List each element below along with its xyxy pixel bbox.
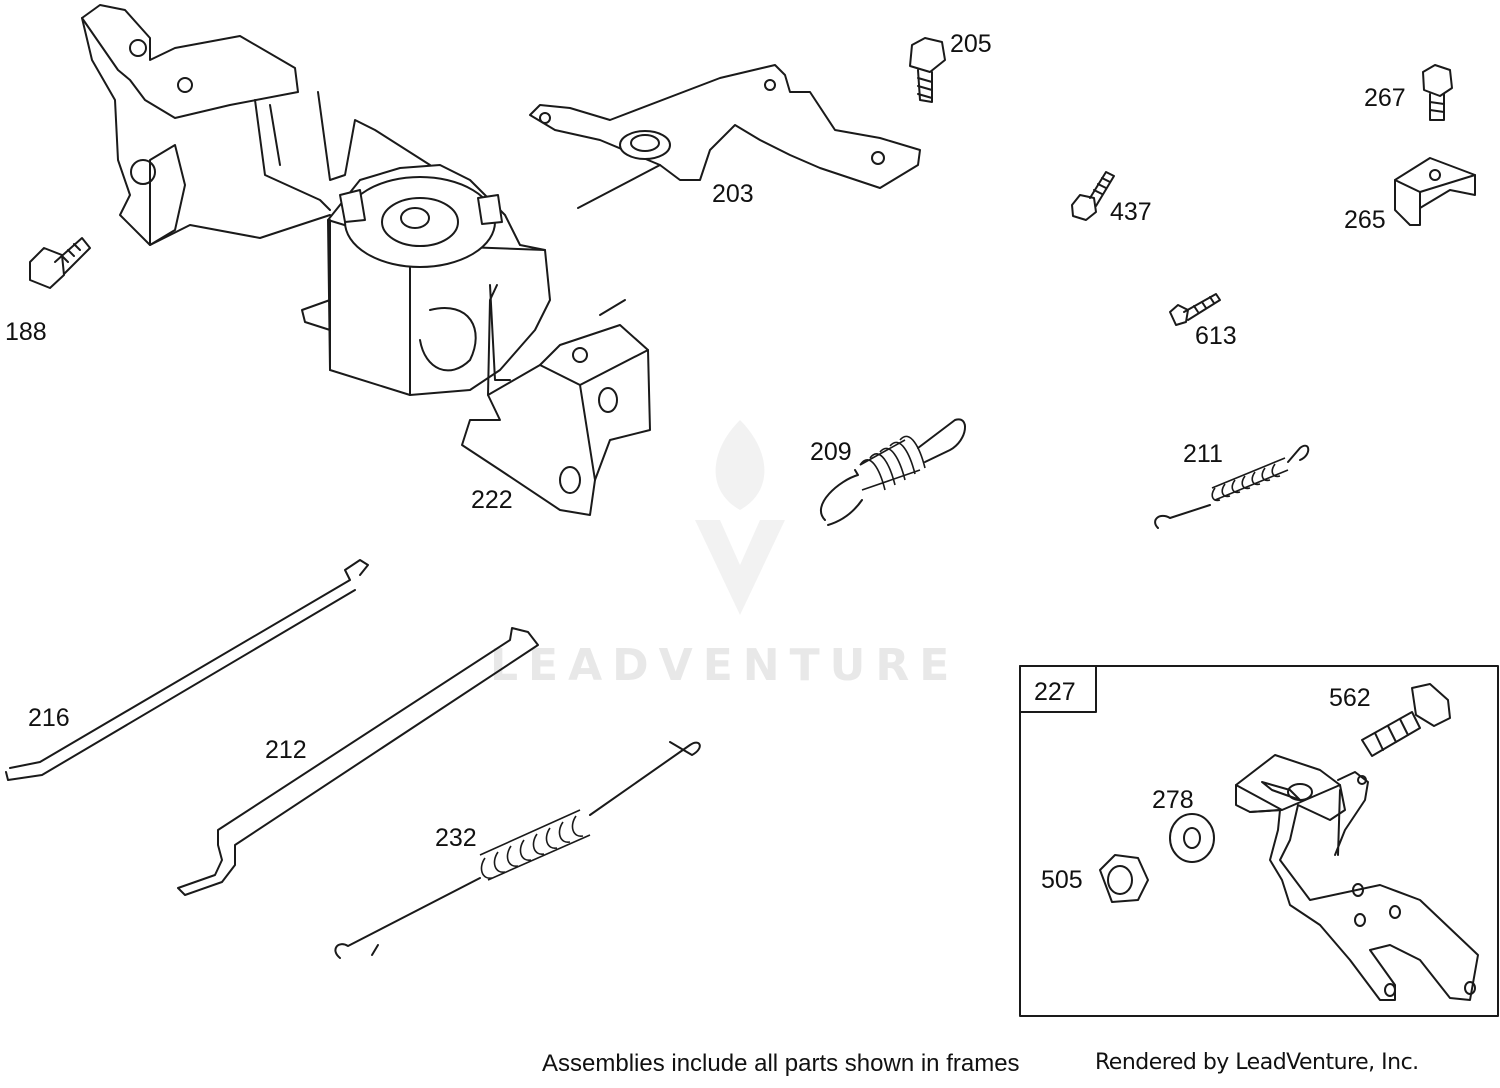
part-governor-bracket-assembly[interactable] [81,4,551,396]
label-212: 212 [265,736,307,764]
part-613-screw[interactable] [1169,293,1221,326]
part-562-bolt[interactable] [1361,683,1451,757]
frame-label-227: 227 [1034,678,1076,706]
label-203: 203 [712,180,754,208]
part-222-bracket[interactable] [461,284,651,516]
label-265: 265 [1344,206,1386,234]
assemblies-footnote: Assemblies include all parts shown in fr… [542,1050,1020,1077]
part-188-bolt[interactable] [29,237,91,289]
part-278-washer[interactable] [1169,813,1215,863]
part-203-governor-lever[interactable] [529,64,921,209]
label-232: 232 [435,824,477,852]
part-209-spring[interactable] [820,418,966,526]
label-209: 209 [810,438,852,466]
label-437: 437 [1110,198,1152,226]
part-212-rod[interactable] [177,627,539,896]
render-credit: Rendered by LeadVenture, Inc. [1095,1050,1419,1075]
part-265-clip[interactable] [1394,157,1476,226]
label-222: 222 [471,486,513,514]
part-232-spring[interactable] [334,741,701,959]
label-188: 188 [5,318,47,346]
part-267-bolt[interactable] [1422,64,1453,121]
part-205-bolt[interactable] [909,37,946,103]
label-205: 205 [950,30,992,58]
label-613: 613 [1195,322,1237,350]
label-562: 562 [1329,684,1371,712]
label-216: 216 [28,704,70,732]
label-505: 505 [1041,866,1083,894]
label-267: 267 [1364,84,1406,112]
leadventure-watermark-logo [695,420,785,615]
label-278: 278 [1152,786,1194,814]
part-216-rod[interactable] [5,559,369,781]
part-437-screw[interactable] [1071,171,1115,221]
frame-227-assembly [1019,665,1499,1017]
part-211-spring[interactable] [1154,444,1310,529]
watermark-text: LEADVENTURE [490,640,959,691]
label-211: 211 [1183,440,1223,468]
part-227-throttle-lever[interactable] [1235,754,1479,1001]
part-505-nut[interactable] [1099,854,1149,903]
